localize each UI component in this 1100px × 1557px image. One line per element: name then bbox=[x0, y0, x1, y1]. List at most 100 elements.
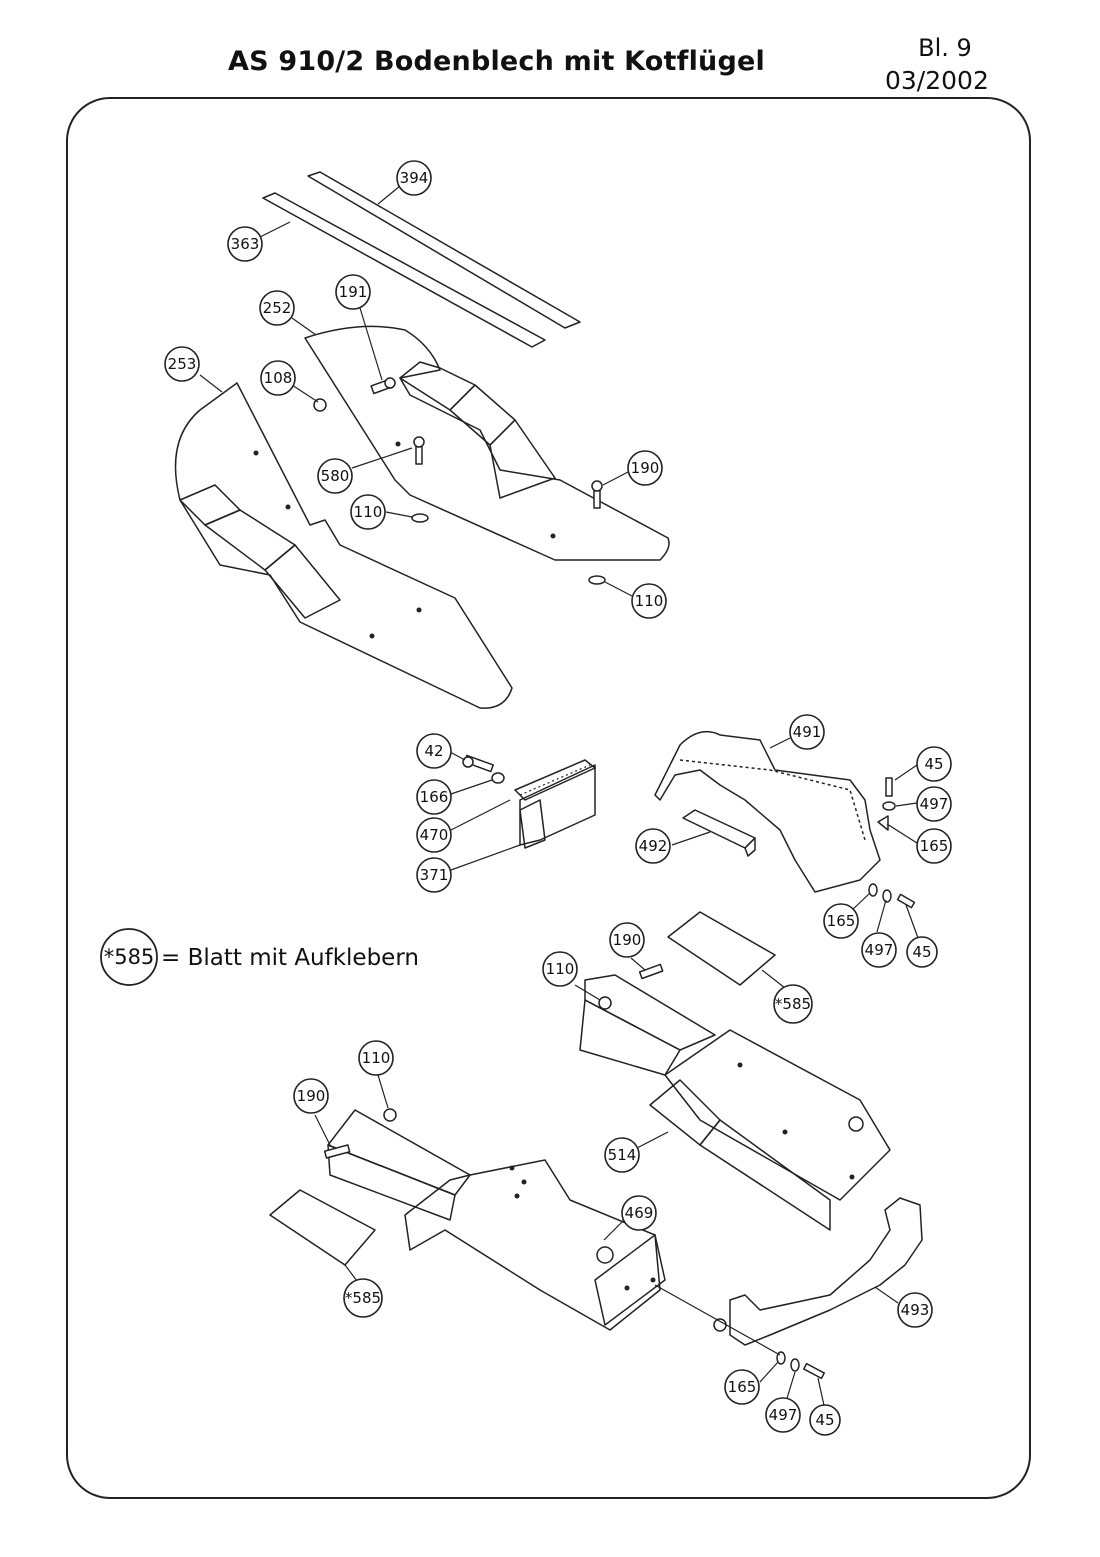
callout-190-c: 190 bbox=[293, 1078, 329, 1114]
callout-42: 42 bbox=[416, 733, 452, 769]
svg-text:492: 492 bbox=[639, 837, 668, 855]
callout-585-b: *585 bbox=[343, 1278, 383, 1318]
sticker-sheet-585-lower bbox=[269, 1189, 376, 1266]
pin-580 bbox=[413, 436, 425, 465]
washer-110-a bbox=[411, 513, 429, 523]
svg-text:110: 110 bbox=[354, 503, 383, 521]
drawing-title: AS 910/2 Bodenblech mit Kotflügel bbox=[228, 46, 765, 77]
callout-497-a: 497 bbox=[916, 786, 952, 822]
callout-110-c: 110 bbox=[542, 951, 578, 987]
svg-text:165: 165 bbox=[920, 837, 949, 855]
hardware-165-497-45-bottom bbox=[776, 1351, 825, 1380]
svg-text:166: 166 bbox=[420, 788, 449, 806]
svg-text:469: 469 bbox=[625, 1204, 654, 1222]
svg-text:45: 45 bbox=[912, 943, 931, 961]
svg-text:497: 497 bbox=[865, 941, 894, 959]
svg-text:497: 497 bbox=[920, 795, 949, 813]
fender-mount-371 bbox=[519, 764, 596, 849]
bolt-190-mid bbox=[638, 963, 664, 980]
callout-110-d: 110 bbox=[358, 1040, 394, 1076]
leader-lines bbox=[199, 185, 919, 1411]
fender-491 bbox=[654, 730, 881, 893]
callout-166: 166 bbox=[416, 779, 452, 815]
callout-585-a: *585 bbox=[773, 984, 813, 1024]
legend: *585 = Blatt mit Aufklebern bbox=[100, 928, 419, 986]
svg-text:363: 363 bbox=[231, 235, 260, 253]
callout-580: 580 bbox=[317, 458, 353, 494]
perforated-guard-470 bbox=[514, 759, 596, 801]
svg-text:110: 110 bbox=[635, 592, 664, 610]
sticker-sheet-585-upper bbox=[667, 911, 776, 986]
bolt-42 bbox=[462, 754, 494, 773]
svg-text:*585: *585 bbox=[345, 1289, 381, 1307]
callout-394: 394 bbox=[396, 160, 432, 196]
callout-165-c: 165 bbox=[724, 1369, 760, 1405]
frame-469 bbox=[327, 1109, 666, 1331]
floor-plate-253 bbox=[174, 382, 513, 709]
callout-190-a: 190 bbox=[627, 450, 663, 486]
svg-text:394: 394 bbox=[400, 169, 429, 187]
bracket-493 bbox=[713, 1197, 923, 1346]
callout-165-b: 165 bbox=[823, 903, 859, 939]
callout-45-b: 45 bbox=[906, 936, 938, 968]
callout-252: 252 bbox=[259, 290, 295, 326]
svg-text:165: 165 bbox=[728, 1378, 757, 1396]
callout-371: 371 bbox=[416, 857, 452, 893]
svg-text:190: 190 bbox=[297, 1087, 326, 1105]
callout-493: 493 bbox=[897, 1292, 933, 1328]
svg-text:108: 108 bbox=[264, 369, 293, 387]
svg-text:497: 497 bbox=[769, 1406, 798, 1424]
svg-text:165: 165 bbox=[827, 912, 856, 930]
callout-108: 108 bbox=[260, 360, 296, 396]
hardware-165-497-45-lower bbox=[868, 883, 916, 909]
svg-text:45: 45 bbox=[815, 1411, 834, 1429]
svg-text:42: 42 bbox=[424, 742, 443, 760]
revision-date: 03/2002 bbox=[885, 66, 989, 95]
callout-470: 470 bbox=[416, 817, 452, 853]
legend-symbol: *585 bbox=[104, 945, 155, 969]
callout-497-c: 497 bbox=[765, 1397, 801, 1433]
svg-text:470: 470 bbox=[420, 826, 449, 844]
hardware-45-497-165-upper bbox=[877, 777, 896, 831]
legend-symbol-circle bbox=[100, 928, 158, 986]
strip-363 bbox=[262, 192, 546, 348]
svg-text:493: 493 bbox=[901, 1301, 930, 1319]
svg-text:252: 252 bbox=[263, 299, 292, 317]
callout-165-a: 165 bbox=[916, 828, 952, 864]
bolt-190-low bbox=[323, 1144, 351, 1159]
spacer-492 bbox=[682, 809, 756, 857]
callout-45-c: 45 bbox=[809, 1404, 841, 1436]
washer-110-d bbox=[383, 1108, 397, 1122]
washer-166 bbox=[491, 772, 505, 784]
washer-110-c bbox=[598, 996, 612, 1010]
callout-45-a: 45 bbox=[916, 746, 952, 782]
bolt-190-top bbox=[591, 480, 603, 509]
svg-text:514: 514 bbox=[608, 1146, 637, 1164]
svg-text:190: 190 bbox=[613, 931, 642, 949]
callout-491: 491 bbox=[789, 714, 825, 750]
floor-plate-252 bbox=[304, 325, 670, 561]
svg-text:110: 110 bbox=[362, 1049, 391, 1067]
callout-110-a: 110 bbox=[350, 494, 386, 530]
callout-190-b: 190 bbox=[609, 922, 645, 958]
callout-469: 469 bbox=[621, 1195, 657, 1231]
callout-110-b: 110 bbox=[631, 583, 667, 619]
svg-text:253: 253 bbox=[168, 355, 197, 373]
strip-394 bbox=[307, 171, 581, 329]
legend-text: = Blatt mit Aufklebern bbox=[161, 945, 419, 971]
bolt-191 bbox=[370, 377, 396, 395]
svg-text:110: 110 bbox=[546, 960, 575, 978]
callout-497-b: 497 bbox=[861, 932, 897, 968]
frame-514 bbox=[579, 974, 891, 1231]
svg-text:*585: *585 bbox=[775, 995, 811, 1013]
drawing-frame bbox=[66, 97, 1031, 1499]
svg-text:580: 580 bbox=[321, 467, 350, 485]
callout-253: 253 bbox=[164, 346, 200, 382]
svg-text:191: 191 bbox=[339, 283, 368, 301]
washer-110-b bbox=[588, 575, 606, 585]
callout-492: 492 bbox=[635, 828, 671, 864]
svg-text:371: 371 bbox=[420, 866, 449, 884]
svg-text:190: 190 bbox=[631, 459, 660, 477]
callout-191: 191 bbox=[335, 274, 371, 310]
